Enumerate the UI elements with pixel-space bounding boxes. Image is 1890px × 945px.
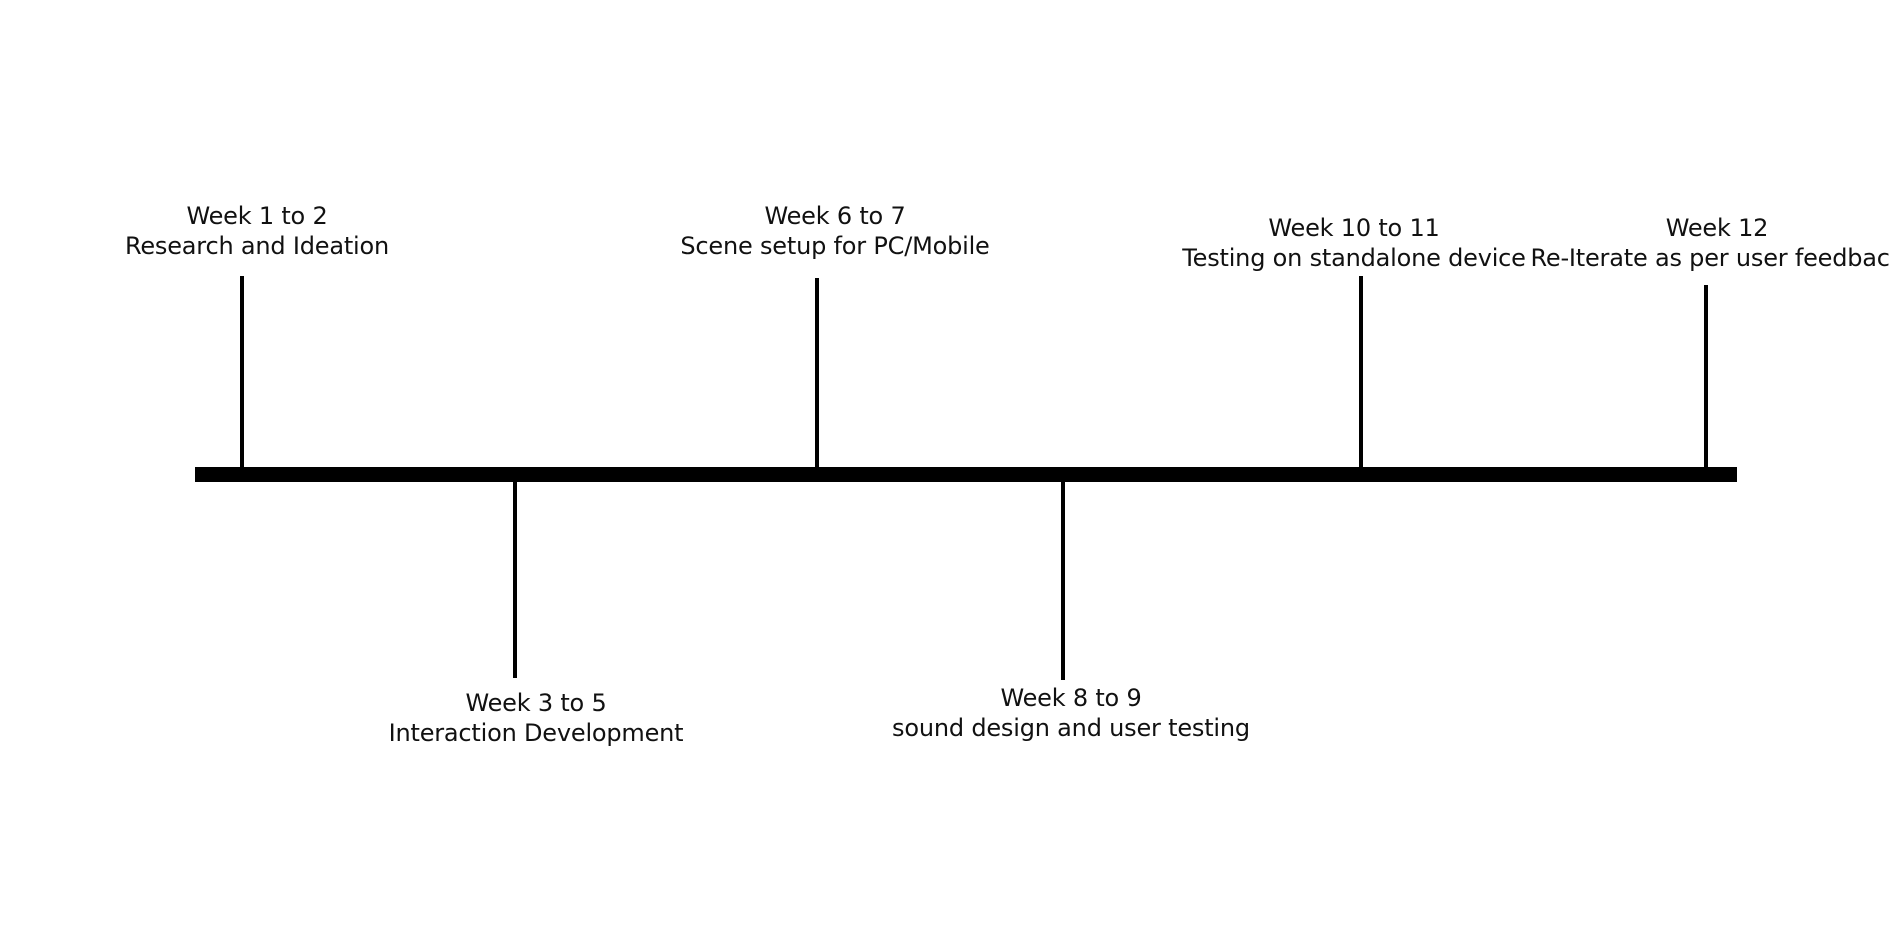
milestone-4-label: Week 8 to 9 sound design and user testin… <box>892 683 1250 743</box>
milestone-2-task: Interaction Development <box>388 719 684 747</box>
milestone-3-task: Scene setup for PC/Mobile <box>680 232 990 260</box>
milestone-1-connector <box>240 276 244 468</box>
milestone-6-task: Re-Iterate as per user feedback <box>1530 244 1890 272</box>
milestone-3-label: Week 6 to 7 Scene setup for PC/Mobile <box>680 201 989 261</box>
milestone-6-period: Week 12 <box>1665 214 1769 242</box>
milestone-3-period: Week 6 to 7 <box>764 202 906 230</box>
milestone-6-label: Week 12 Re-Iterate as per user feedback <box>1530 213 1890 273</box>
milestone-4-period: Week 8 to 9 <box>1000 684 1142 712</box>
milestone-3-connector <box>815 278 819 468</box>
milestone-4-connector <box>1061 481 1065 680</box>
milestone-5-period: Week 10 to 11 <box>1268 214 1440 242</box>
milestone-2-label: Week 3 to 5 Interaction Development <box>389 688 684 748</box>
milestone-4-task: sound design and user testing <box>892 714 1250 742</box>
milestone-2-connector <box>513 481 517 678</box>
milestone-2-period: Week 3 to 5 <box>465 689 607 717</box>
milestone-5-task: Testing on standalone device <box>1182 244 1526 272</box>
milestone-6-connector <box>1704 285 1708 468</box>
timeline-axis <box>195 467 1737 482</box>
milestone-5-connector <box>1359 276 1363 468</box>
milestone-1-label: Week 1 to 2 Research and Ideation <box>125 201 389 261</box>
milestone-1-task: Research and Ideation <box>124 232 390 260</box>
milestone-5-label: Week 10 to 11 Testing on standalone devi… <box>1182 213 1526 273</box>
milestone-1-period: Week 1 to 2 <box>186 202 328 230</box>
